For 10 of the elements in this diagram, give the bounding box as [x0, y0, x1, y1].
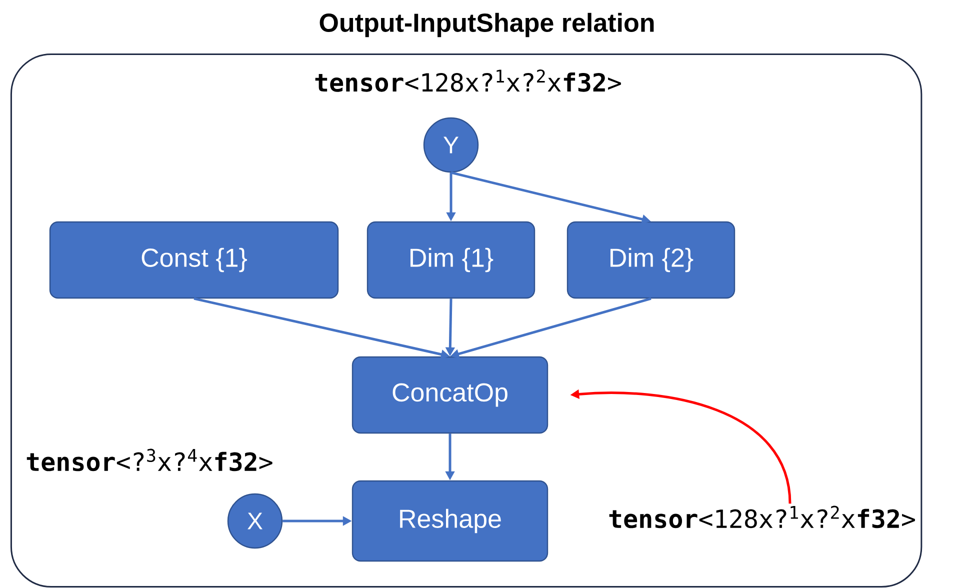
type-label: tensor<128x?$^{1}$x?$^{2}$xf32> — [609, 506, 915, 528]
process-box: Dim {1} — [366, 221, 536, 299]
title: Output-InputShape relation — [320, 12, 654, 38]
process-box: Dim {2} — [566, 221, 736, 299]
process-box: Reshape — [352, 480, 548, 562]
process-box: ConcatOp — [352, 356, 548, 434]
frame — [10, 53, 922, 588]
type-label: tensor<128x?$^{1}$x?$^{2}$xf32> — [315, 70, 621, 92]
process-box: Const {1} — [49, 221, 339, 299]
type-label: tensor<?$^{3}$x?$^{4}$xf32> — [26, 448, 272, 472]
